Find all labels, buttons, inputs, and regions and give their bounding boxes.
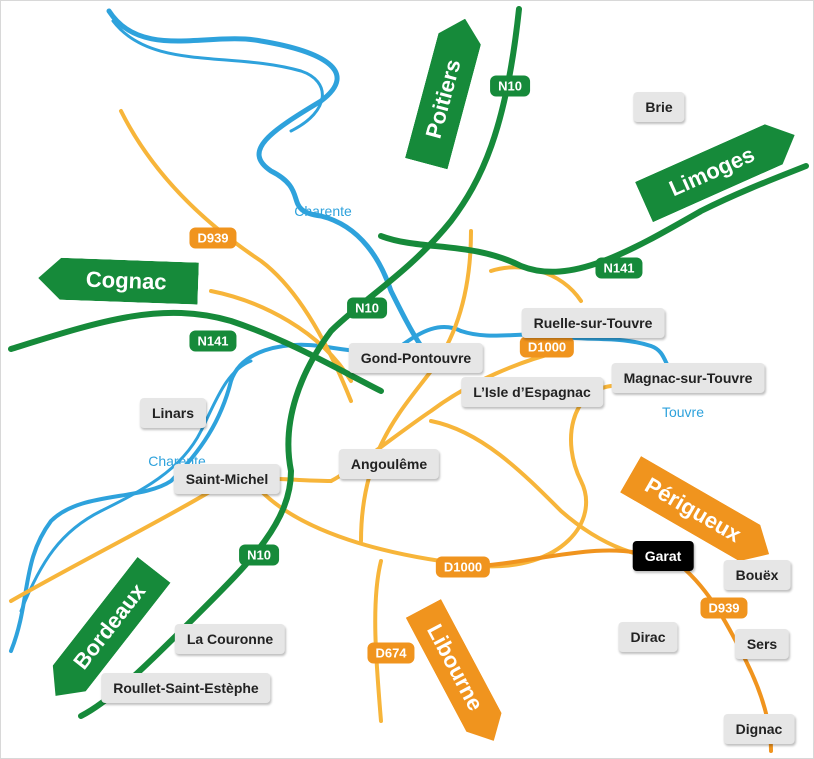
town-magnac-sur-touvre[interactable]: Magnac-sur-Touvre: [611, 363, 765, 393]
n10-road: [78, 6, 522, 719]
town-brie[interactable]: Brie: [633, 92, 685, 122]
town-saint-michel[interactable]: Saint-Michel: [173, 464, 281, 494]
road-badge-d1000-south[interactable]: D1000: [435, 556, 491, 578]
charente-river-west-branch: [19, 359, 253, 613]
charente-river-branch: [111, 19, 324, 133]
road-badge-n10-south[interactable]: N10: [239, 544, 279, 566]
town-sers[interactable]: Sers: [734, 629, 790, 659]
town-ruelle-sur-touvre[interactable]: Ruelle-sur-Touvre: [521, 308, 665, 338]
d1000-road: [479, 548, 653, 568]
town-gond-pontouvre[interactable]: Gond-Pontouvre: [348, 343, 484, 373]
town-garat-selected[interactable]: Garat: [632, 541, 694, 571]
town-lisle-despagnac[interactable]: L’Isle d’Espagnac: [461, 377, 603, 407]
destination-label-cognac: Cognac: [85, 266, 167, 295]
n141-road-east: [378, 163, 809, 275]
road-badge-n141-west[interactable]: N141: [189, 330, 237, 352]
river-label-touvre: Touvre: [661, 404, 705, 420]
town-la-couronne[interactable]: La Couronne: [174, 624, 286, 654]
rivers: [9, 8, 693, 653]
town-linars[interactable]: Linars: [139, 398, 207, 428]
road-badge-n10-center[interactable]: N10: [347, 297, 387, 319]
road-badge-d674[interactable]: D674: [367, 642, 415, 664]
national-roads: [8, 6, 809, 719]
road-badge-n10-north[interactable]: N10: [490, 75, 530, 97]
town-roullet-saint-estephe[interactable]: Roullet-Saint-Estèphe: [101, 673, 271, 703]
town-angouleme[interactable]: Angoulême: [338, 449, 440, 479]
river-label-charente-north: Charente: [294, 203, 352, 219]
destination-arrow-cognac[interactable]: Cognac: [38, 257, 199, 305]
road-badge-d1000-north[interactable]: D1000: [519, 336, 575, 358]
road-badge-d939-north[interactable]: D939: [189, 227, 237, 249]
n141-road: [8, 309, 384, 394]
road-badge-d939-south[interactable]: D939: [700, 597, 748, 619]
charente-river: [106, 8, 424, 349]
town-dignac[interactable]: Dignac: [723, 714, 795, 744]
town-bouex[interactable]: Bouëx: [723, 560, 791, 590]
touvre-river: [459, 329, 693, 388]
road-badge-n141-east[interactable]: N141: [595, 257, 643, 279]
town-dirac[interactable]: Dirac: [618, 622, 678, 652]
